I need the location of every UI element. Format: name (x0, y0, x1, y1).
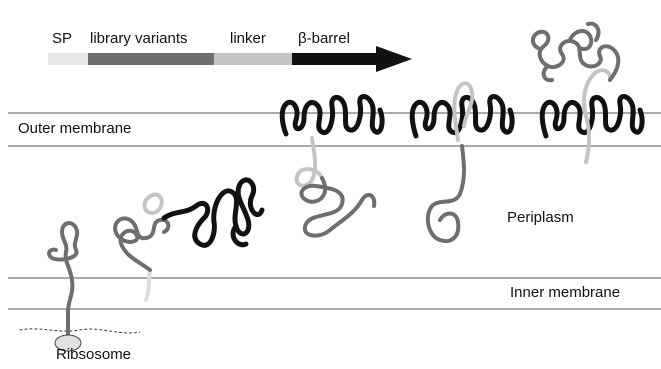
legend-label-sp: SP (52, 31, 72, 46)
legend-label-library-variants: library variants (90, 31, 188, 46)
stage-inserted-barrel (282, 97, 382, 236)
linker-3 (297, 138, 322, 186)
legend-segment-library-variants (88, 53, 214, 65)
barrel-5 (542, 97, 642, 137)
legend-segment-barrel (292, 53, 378, 65)
periplasm-label: Periplasm (507, 210, 574, 225)
barrel-4 (412, 97, 512, 137)
stage-linker-crossing (412, 83, 512, 241)
variants-coil (115, 218, 168, 270)
ribosome-mrna (20, 329, 140, 333)
ribosome-label: Ribsosome (56, 347, 131, 362)
barrel-3 (282, 97, 382, 135)
stage-surface-display (533, 24, 642, 162)
legend-segment-sp (48, 53, 88, 65)
variants-4 (428, 146, 464, 241)
legend-segment-linker (214, 53, 292, 65)
variants-3 (301, 178, 374, 236)
stage-translocated-chain (115, 180, 262, 300)
legend-arrowhead (376, 46, 412, 72)
linker-coil (145, 195, 162, 214)
inner-membrane-label: Inner membrane (510, 285, 620, 300)
barrel-coil (164, 180, 262, 245)
sp-segment (146, 270, 150, 300)
legend-bar (48, 46, 412, 72)
legend-label-barrel: β-barrel (298, 31, 350, 46)
nascent-chain (49, 223, 77, 338)
legend-label-linker: linker (230, 31, 266, 46)
outer-membrane-label: Outer membrane (18, 121, 131, 136)
